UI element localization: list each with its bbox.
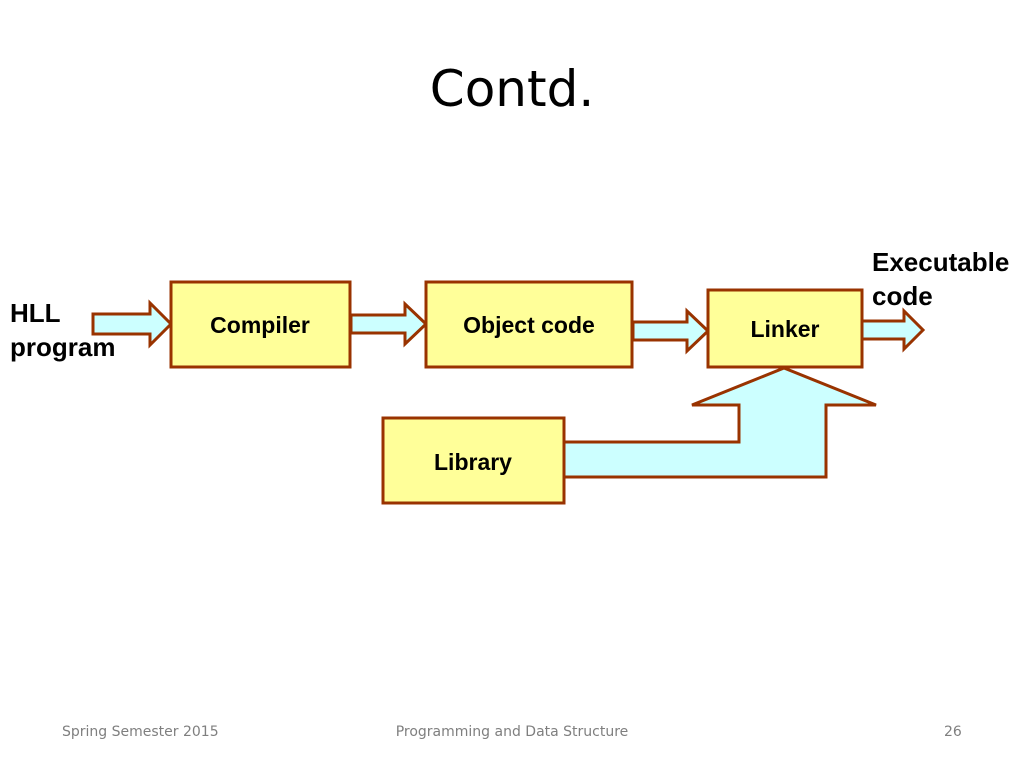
footer-course: Programming and Data Structure — [395, 724, 629, 740]
object-code-box — [424, 280, 634, 369]
compiler-box — [169, 280, 352, 369]
arrow-object-code-to-linker — [631, 307, 711, 355]
compiler-label: Compiler — [210, 312, 310, 338]
library-box — [381, 416, 566, 505]
arrow-linker-to-output — [860, 307, 926, 353]
input-label-line2: program — [10, 332, 115, 362]
arrow-library-to-linker — [562, 366, 877, 479]
arrow-compiler-to-object-code — [349, 300, 429, 348]
library-label: Library — [434, 449, 512, 475]
linker-box — [706, 288, 864, 369]
object-code-label: Object code — [463, 312, 595, 338]
arrow-input-to-compiler — [91, 299, 174, 349]
output-label-line1: Executable — [872, 247, 1009, 277]
input-label-line1: HLL — [10, 298, 61, 328]
linker-label: Linker — [750, 316, 819, 342]
slide-title: Contd. — [429, 60, 595, 118]
output-label-line2: code — [872, 281, 933, 311]
footer-semester: Spring Semester 2015 — [62, 724, 219, 740]
footer-page-number: 26 — [944, 724, 962, 740]
